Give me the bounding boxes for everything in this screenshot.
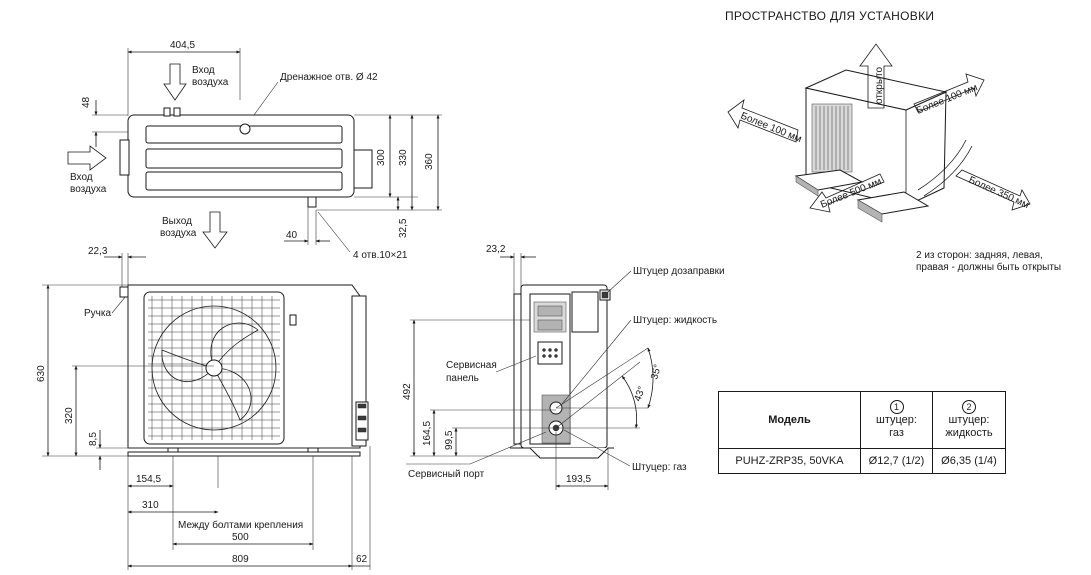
angle-35: 35°: [649, 363, 664, 380]
top-view: 404,5 Вход воздуха Дренажное отв. Ø 42 4…: [67, 40, 442, 261]
model-cell: PUHZ-ZRP35, 50VKA: [718, 448, 861, 474]
liquid-port-label: Штуцер: жидкость: [633, 315, 717, 326]
table-header-row: Модель 1 штуцер: газ 2 штуцер: жидкость: [718, 391, 1006, 449]
dim-40: 40: [286, 230, 298, 241]
dim-404-5: 404,5: [170, 40, 195, 51]
dim-492: 492: [402, 383, 413, 400]
model-header: Модель: [718, 391, 861, 449]
liquid-header-line-2: жидкость: [945, 427, 993, 439]
clearance-note-1: 2 из сторон: задняя, левая,: [916, 250, 1043, 261]
gas-header: 1 штуцер: газ: [860, 391, 933, 449]
air-in-left-label-1: Вход: [70, 172, 93, 183]
clearance-view: ПРОСТРАНСТВО ДЛЯ УСТАНОВКИ открыто Более…: [725, 9, 1061, 273]
dim-320: 320: [64, 407, 75, 424]
open-top-arrow: [859, 43, 893, 109]
drain-hole: [239, 123, 251, 135]
front-clearance-arrow: [809, 173, 885, 213]
air-in-top-label-1: Вход: [192, 65, 215, 76]
service-panel-label-2: панель: [446, 373, 479, 384]
air-in-top-label-2: воздуха: [192, 77, 229, 88]
air-out-label-1: Выход: [162, 216, 192, 227]
front-view: 22,3 Ручка: [36, 246, 371, 570]
circle-number-1: 1: [889, 400, 904, 414]
dim-32-5: 32,5: [398, 218, 409, 238]
liquid-header: 2 штуцер: жидкость: [932, 391, 1006, 449]
dim-154-5: 154,5: [136, 474, 161, 485]
dim-193-5: 193,5: [566, 474, 591, 485]
dim-22-3: 22,3: [88, 246, 108, 257]
bolts-label: Между болтами крепления: [178, 519, 303, 531]
gas-header-line-2: газ: [889, 427, 904, 439]
gas-cell: Ø12,7 (1/2): [860, 448, 933, 474]
air-out-arrow: [202, 211, 228, 249]
dim-99-5: 99,5: [444, 430, 455, 450]
table-row: PUHZ-ZRP35, 50VKA Ø12,7 (1/2) Ø6,35 (1/4…: [718, 448, 1006, 474]
open-label: открыто: [874, 66, 885, 104]
air-in-top-arrow: [163, 63, 187, 101]
side-view: 23,2 Штуцер дозаправки Штуцер: жидкость …: [402, 244, 725, 490]
holes-label: 4 отв.10×21: [353, 250, 408, 261]
dim-23-2: 23,2: [486, 244, 506, 255]
right-back-clearance-arrow: [913, 73, 985, 113]
spec-table: Модель 1 штуцер: газ 2 штуцер: жидкость …: [718, 391, 1006, 474]
left-clearance-arrow: [727, 99, 799, 143]
gas-port-label: Штуцер: газ: [632, 462, 687, 473]
dim-310: 310: [142, 500, 159, 511]
dim-48: 48: [81, 96, 92, 108]
dim-630: 630: [36, 365, 47, 382]
service-panel-label-1: Сервисная: [446, 360, 497, 371]
liquid-header-line-1: штуцер:: [948, 414, 990, 426]
gas-header-line-1: штуцер:: [876, 414, 917, 426]
dim-8-5: 8,5: [88, 432, 99, 446]
dim-164-5: 164,5: [422, 421, 433, 446]
dim-300: 300: [376, 149, 387, 166]
clearance-note-2: правая - должны быть открыты: [916, 261, 1061, 273]
air-in-left-label-2: воздуха: [70, 184, 107, 195]
charge-port-label: Штуцер дозаправки: [633, 266, 725, 277]
dim-500: 500: [232, 532, 249, 543]
dim-62: 62: [356, 554, 368, 565]
dim-330: 330: [398, 149, 409, 166]
dim-809: 809: [232, 554, 249, 565]
drain-hole-label: Дренажное отв. Ø 42: [280, 72, 378, 83]
dim-360: 360: [424, 153, 435, 170]
air-out-label-2: воздуха: [160, 228, 197, 239]
air-in-left-arrow: [67, 145, 107, 171]
liquid-cell: Ø6,35 (1/4): [932, 448, 1006, 474]
service-port-label: Сервисный порт: [408, 469, 485, 480]
clearance-title: ПРОСТРАНСТВО ДЛЯ УСТАНОВКИ: [725, 9, 934, 23]
angle-43: 43°: [632, 385, 648, 403]
right-side-clearance-arrow: [955, 169, 1031, 211]
circle-number-2: 2: [962, 400, 976, 414]
handle-label: Ручка: [84, 308, 111, 319]
